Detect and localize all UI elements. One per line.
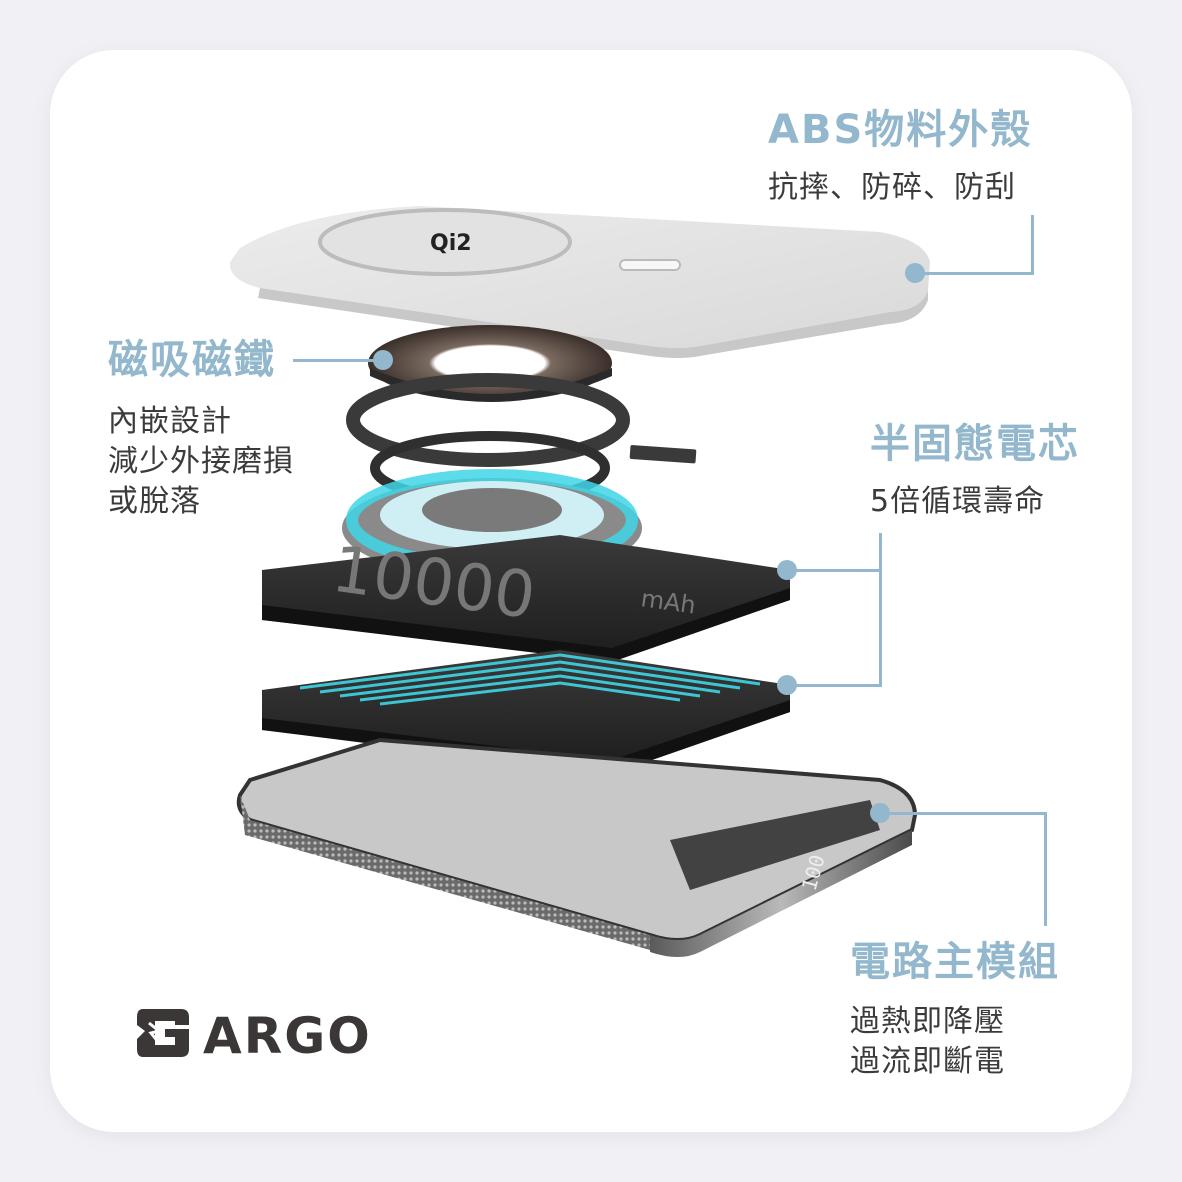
callout-shell-title: ABS物料外殼 bbox=[768, 107, 1033, 153]
callout-battery-dot-2 bbox=[777, 675, 797, 695]
callout-battery-title: 半固態電芯 bbox=[870, 421, 1080, 467]
callout-battery-line-h1 bbox=[787, 569, 881, 572]
callout-magnet-desc-3: 或脫落 bbox=[108, 484, 201, 519]
callout-battery-desc: 5倍循環壽命 bbox=[870, 484, 1046, 519]
callout-shell-desc: 抗摔、防碎、防刮 bbox=[768, 170, 1016, 205]
callout-shell-line-h bbox=[915, 272, 1034, 275]
callout-magnet-line bbox=[293, 359, 383, 362]
callout-circuit-line-v bbox=[1044, 812, 1047, 926]
callout-battery-dot-1 bbox=[777, 560, 797, 580]
battery-cell: 10000 mAh bbox=[262, 533, 790, 662]
callout-magnet-dot bbox=[373, 350, 393, 370]
callout-circuit-dot bbox=[870, 803, 890, 823]
callout-battery-line-v bbox=[879, 533, 882, 687]
callout-circuit-line-h bbox=[880, 812, 1046, 815]
base-housing: 100 bbox=[236, 737, 918, 957]
callout-circuit-desc-2: 過流即斷電 bbox=[850, 1044, 1005, 1079]
callout-magnet-title: 磁吸磁鐵 bbox=[108, 337, 276, 383]
brand-name: ARGO bbox=[203, 1007, 372, 1061]
callout-battery-line-h2 bbox=[787, 684, 881, 687]
callout-magnet-desc-1: 內嵌設計 bbox=[108, 404, 232, 439]
argo-logo-icon: ARGO bbox=[137, 1007, 372, 1065]
callout-circuit-desc-1: 過熱即降壓 bbox=[850, 1004, 1005, 1039]
brand-logo: ARGO bbox=[135, 1005, 385, 1065]
callout-shell-line-v bbox=[1031, 215, 1034, 275]
callout-circuit-title: 電路主模組 bbox=[850, 939, 1060, 985]
magnet-ring bbox=[346, 373, 697, 467]
callout-shell-dot bbox=[905, 263, 925, 283]
abs-shell: Qi2 bbox=[229, 206, 931, 358]
callout-magnet-desc-2: 減少外接磨損 bbox=[108, 444, 294, 479]
svg-text:Qi2: Qi2 bbox=[430, 231, 472, 256]
